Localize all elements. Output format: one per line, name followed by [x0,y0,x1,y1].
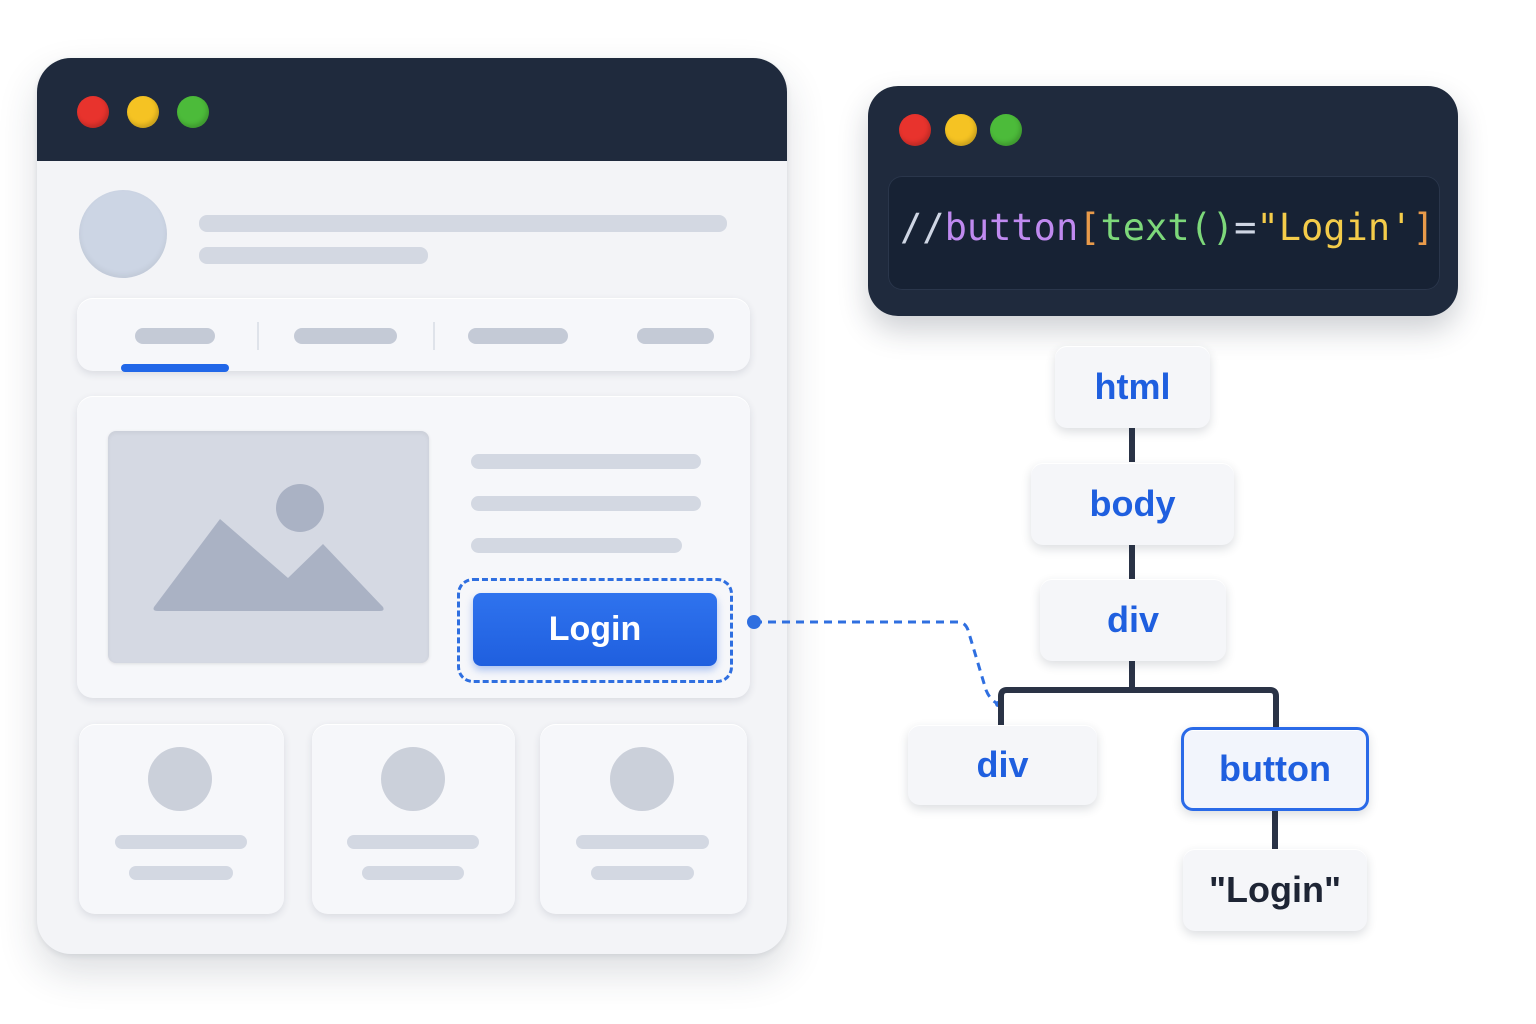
maximize-window-dot[interactable] [177,96,209,128]
tab-4[interactable] [637,328,714,344]
code-editor [888,176,1440,290]
avatar-placeholder-icon [79,190,167,278]
header-subline-placeholder [199,247,428,264]
xpath-slashes: // [900,206,945,249]
xpath-string-value: "Login' [1256,206,1413,249]
minimize-window-dot[interactable] [127,96,159,128]
login-button[interactable]: Login [473,593,717,666]
minimize-window-dot[interactable] [945,114,977,146]
tab-1[interactable] [135,328,215,344]
tree-branch-edge [998,687,1279,728]
tab-2[interactable] [294,328,397,344]
selector-link-line [754,620,999,706]
tree-node-child-div[interactable]: div [908,725,1097,805]
card-line-placeholder [576,835,709,849]
active-tab-indicator [121,364,229,372]
content-line-placeholder [471,496,701,511]
card-line-placeholder [129,866,233,880]
card-line-placeholder [347,835,479,849]
avatar-placeholder-icon [381,747,445,811]
card-line-placeholder [115,835,247,849]
image-placeholder-icon [108,431,429,663]
close-window-dot[interactable] [77,96,109,128]
tree-node-div[interactable]: div [1040,579,1226,661]
xpath-tag: button [944,206,1079,249]
header-line-placeholder [199,215,727,232]
tree-node-html[interactable]: html [1055,346,1210,428]
tree-edge [1272,810,1278,850]
selection-highlight [457,578,733,683]
image-placeholder-graphic [153,484,384,611]
xpath-open-bracket: [ [1078,206,1101,249]
tree-edge [1129,428,1135,462]
xpath-expression: //button[text()="Login'] [900,200,1435,256]
card-line-placeholder [591,866,694,880]
browser-title-bar [37,58,787,161]
tab-divider [433,322,435,350]
xpath-equals: = [1234,206,1257,249]
maximize-window-dot[interactable] [990,114,1022,146]
content-line-placeholder [471,454,701,469]
card-line-placeholder [362,866,464,880]
tab-divider [257,322,259,350]
avatar-placeholder-icon [610,747,674,811]
avatar-placeholder-icon [148,747,212,811]
xpath-function: text() [1100,206,1235,249]
browser-window: Login [37,58,787,954]
selector-link-dot [747,615,761,629]
close-window-dot[interactable] [899,114,931,146]
tree-node-body[interactable]: body [1031,463,1234,545]
content-line-placeholder [471,538,682,553]
tree-node-button[interactable]: button [1181,727,1369,811]
xpath-close-bracket: ] [1412,206,1435,249]
tree-edge [1129,661,1135,691]
tree-node-text[interactable]: "Login" [1183,849,1367,931]
tab-3[interactable] [468,328,568,344]
tree-edge [1129,545,1135,579]
